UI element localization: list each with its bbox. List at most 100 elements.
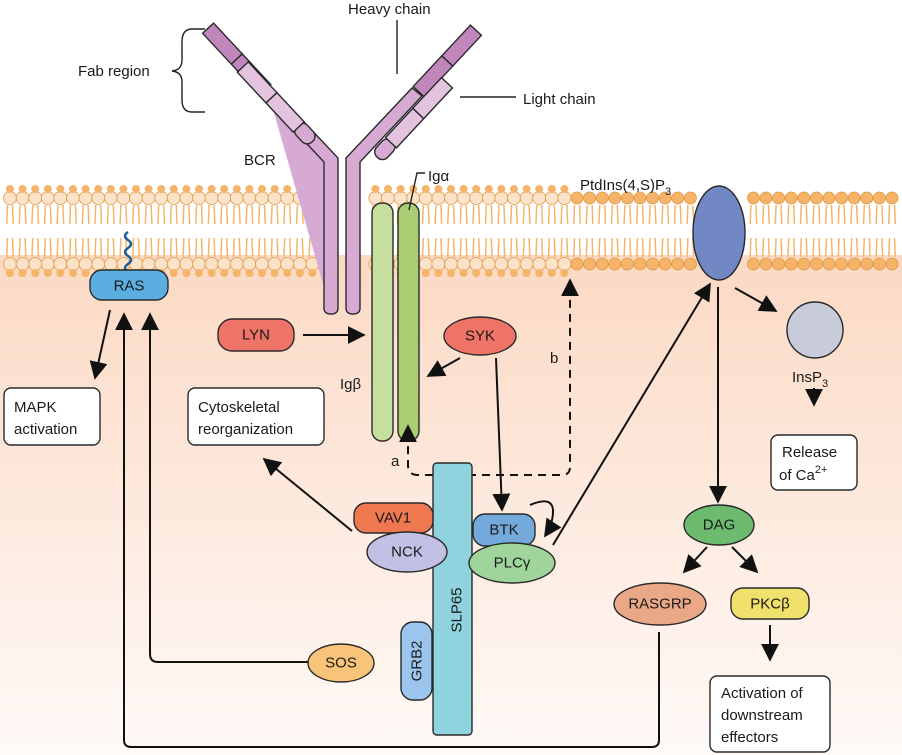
lipid-tail <box>553 237 556 258</box>
nck-node[interactable]: NCK <box>366 531 448 573</box>
lipid-head <box>444 191 458 205</box>
plcg-node[interactable]: PLCγ <box>468 542 556 584</box>
lipid-head <box>3 191 17 205</box>
lipid-head <box>217 191 232 205</box>
lipid-tail <box>238 204 241 225</box>
lipid-head <box>204 257 219 271</box>
rasgrp-node[interactable]: RASGRP <box>613 582 707 626</box>
raft-cholesterol <box>245 269 254 277</box>
lipid-head <box>822 257 836 271</box>
lipid-head <box>431 191 446 205</box>
lipid-head <box>481 191 496 205</box>
lipid-head <box>759 191 773 205</box>
lipid-tail <box>99 204 103 225</box>
lipid-tail <box>144 204 147 225</box>
lipid-head <box>873 191 886 205</box>
lipid-tail <box>270 204 273 225</box>
lipid-tail <box>36 204 40 225</box>
ras-node[interactable]: RAS <box>89 269 169 301</box>
lipid-tail <box>641 204 644 225</box>
lipid-tail <box>421 204 425 225</box>
slp65-node[interactable]: SLP65 <box>432 462 473 736</box>
ptdins-node[interactable] <box>692 185 746 281</box>
lipid-tail <box>875 237 878 258</box>
lipid-tail <box>132 204 135 225</box>
raft-cholesterol <box>283 269 292 277</box>
lipid-tail <box>169 204 173 225</box>
lipid-tail <box>49 204 52 225</box>
syk-node[interactable]: SYK <box>443 316 517 356</box>
lipid-tail <box>510 204 513 225</box>
lipid-tail <box>792 237 796 258</box>
plasma-membrane <box>3 185 899 277</box>
lipid-head <box>519 257 534 271</box>
insp3-text: InsP <box>792 369 822 386</box>
raft-cholesterol <box>547 269 556 277</box>
lipid-head <box>570 191 584 205</box>
raft-cholesterol <box>18 185 27 193</box>
lipid-tail <box>686 204 689 225</box>
lipid-tail <box>447 237 450 258</box>
lyn-node[interactable]: LYN <box>217 318 295 352</box>
lipid-tail <box>812 237 815 258</box>
lipid-tail <box>112 237 115 258</box>
lipid-head <box>658 191 672 205</box>
lipid-tail <box>87 204 90 225</box>
calcium-superscript: 2+ <box>815 464 828 476</box>
lipid-tail <box>762 204 765 225</box>
lipid-tail <box>560 237 563 258</box>
raft-cholesterol <box>434 185 443 193</box>
insp3-label: InsP3 <box>792 369 828 390</box>
lipid-tail <box>893 237 896 258</box>
lipid-head <box>784 191 798 205</box>
pkcb-node[interactable]: PKCβ <box>730 587 810 620</box>
lipid-tail <box>767 237 770 258</box>
raft-cholesterol <box>232 269 241 277</box>
lipid-head <box>280 257 295 271</box>
raft-cholesterol <box>106 185 115 193</box>
lipid-head <box>822 191 836 205</box>
sos-node[interactable]: SOS <box>307 643 375 683</box>
dag-node[interactable]: DAG <box>683 504 755 546</box>
lipid-tail <box>528 237 531 258</box>
downstream-line-2: downstream <box>721 707 803 724</box>
lipid-tail <box>232 204 236 225</box>
lipid-tail <box>169 237 173 258</box>
lipid-tail <box>490 237 493 258</box>
ras-anchor <box>123 230 133 280</box>
raft-cholesterol <box>497 185 506 193</box>
lipid-head <box>608 191 622 205</box>
cytoskeletal-box: Cytoskeletal reorganization <box>187 387 325 446</box>
lipid-tail <box>636 204 639 225</box>
lipid-tail <box>825 237 828 258</box>
btk-node[interactable]: BTK <box>472 513 536 547</box>
lipid-tail <box>295 204 299 225</box>
lipid-tail <box>787 237 790 258</box>
btk-label: BTK <box>489 522 518 539</box>
lipid-tail <box>157 204 160 225</box>
lipid-tail <box>560 204 563 225</box>
ptdins-text: PtdIns(4,S)P <box>580 177 665 194</box>
raft-cholesterol <box>283 185 292 193</box>
insp3-node[interactable] <box>786 301 844 359</box>
heavy-chain-domain <box>201 22 244 66</box>
vav1-node[interactable]: VAV1 <box>353 502 434 534</box>
ig-beta-label: Igβ <box>340 376 362 393</box>
lipid-tail <box>503 204 506 225</box>
lipid-head <box>810 257 823 271</box>
raft-cholesterol <box>69 185 77 193</box>
pkcb-label: PKCβ <box>750 596 790 613</box>
lipid-tail <box>553 204 556 225</box>
raft-cholesterol <box>270 269 279 277</box>
lipid-head <box>78 257 93 271</box>
ptdins-label: PtdIns(4,S)P3 <box>580 177 671 198</box>
lipid-tail <box>755 237 758 258</box>
lipid-tail <box>522 204 525 225</box>
lipid-tail <box>629 237 632 258</box>
grb2-node[interactable]: GRB2 <box>400 621 433 701</box>
lipid-head <box>217 257 232 271</box>
lipid-head <box>40 191 55 205</box>
raft-cholesterol <box>220 269 229 277</box>
lipid-tail <box>270 237 273 258</box>
lipid-tail <box>24 237 27 258</box>
